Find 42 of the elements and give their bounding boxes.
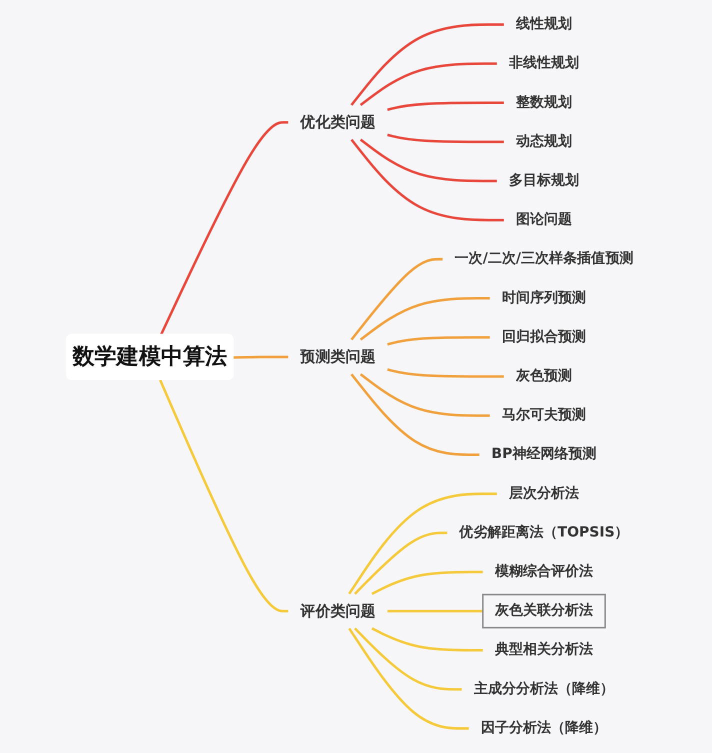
- node-text: 典型相关分析法: [494, 642, 594, 658]
- node-text: 动态规划: [516, 133, 572, 150]
- connector: [371, 570, 483, 595]
- node-text: 时间序列预测: [502, 290, 586, 306]
- connector: [360, 138, 497, 182]
- connector: [234, 356, 288, 359]
- node-text: 图论问题: [516, 212, 572, 228]
- connector: [371, 627, 483, 652]
- node-text: 层次分析法: [508, 485, 580, 502]
- connector: [387, 102, 504, 111]
- connector: [350, 258, 443, 340]
- node-text: 主成分分析法（降维）: [474, 680, 614, 697]
- connector: [360, 62, 497, 106]
- connector: [360, 373, 490, 417]
- node-text: 灰色预测: [516, 368, 572, 384]
- node-text: 线性规划: [516, 16, 572, 32]
- connector: [354, 628, 462, 691]
- node-text: 一次/二次/三次样条插值预测: [454, 250, 634, 267]
- connector: [160, 121, 288, 336]
- connector: [360, 297, 490, 341]
- connector: [387, 134, 504, 144]
- connector: [387, 368, 504, 378]
- connector: [354, 532, 448, 595]
- node-text: BP神经网络预测: [491, 446, 597, 462]
- node-text: 多目标规划: [508, 172, 580, 188]
- connector: [387, 336, 490, 346]
- connector: [350, 138, 504, 222]
- node-text: 预测类问题: [300, 348, 376, 366]
- node-text: 非线性规划: [508, 55, 580, 72]
- node-box: 灰色关联分析法: [482, 594, 606, 628]
- node-text: 评价类问题: [300, 602, 376, 620]
- connector: [348, 628, 469, 730]
- node-text: 模糊综合评价法: [494, 563, 594, 580]
- connector: [348, 492, 497, 595]
- node-text: 马尔可夫预测: [502, 407, 586, 424]
- connector: [387, 610, 483, 612]
- node-text: 整数规划: [516, 94, 572, 110]
- connector: [159, 380, 288, 612]
- node-text: 因子分析法（降维）: [480, 720, 608, 736]
- connector: [350, 23, 504, 106]
- connector: [350, 373, 480, 456]
- node-text: 回归拟合预测: [502, 328, 586, 345]
